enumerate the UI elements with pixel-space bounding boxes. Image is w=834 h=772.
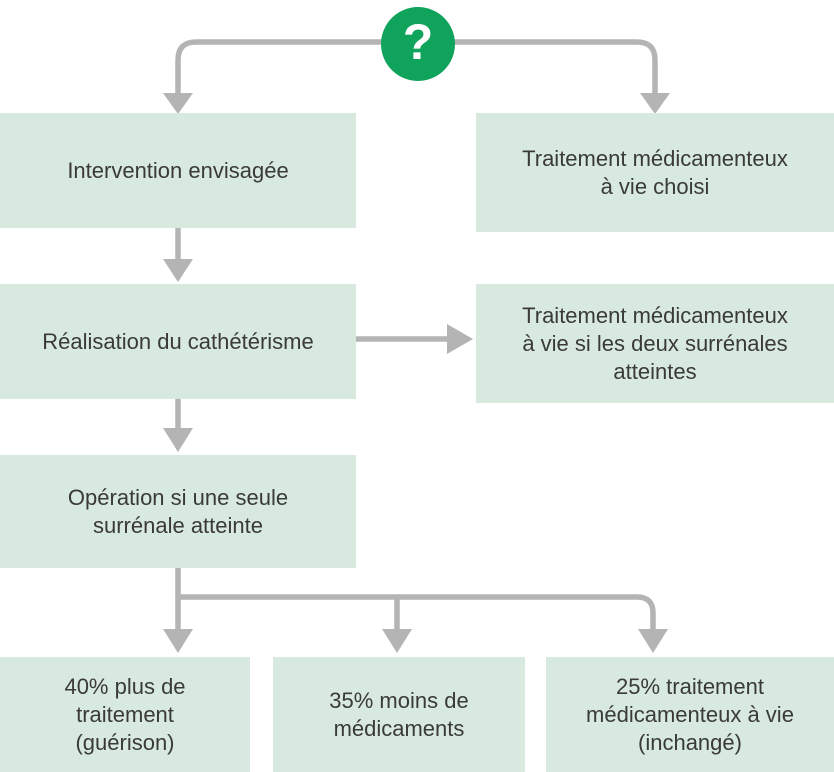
node-outcome-less-medication: 35% moins de médicaments [273, 657, 525, 772]
connector-operation-to-outcomes [163, 567, 668, 653]
node-treatment-chosen: Traitement médicamenteux à vie choisi [476, 113, 834, 232]
arrowhead-to-operation [163, 428, 193, 452]
question-mark-icon: ? [402, 14, 434, 70]
node-intervention: Intervention envisagée [0, 113, 356, 228]
arrowhead-to-outcome-35 [382, 629, 412, 653]
node-catheterism: Réalisation du cathétérisme [0, 284, 356, 399]
node-operation-single-adrenal: Opération si une seule surrénale atteint… [0, 455, 356, 568]
arrowhead-to-treatment-chosen [640, 93, 670, 114]
arrowhead-to-intervention [163, 93, 193, 114]
arrowhead-to-treatment-both [447, 324, 473, 354]
connector-catheterism-to-operation [163, 399, 193, 452]
node-outcome-more-treatment: 40% plus de traitement (guérison) [0, 657, 250, 772]
node-treatment-both-adrenals: Traitement médicamenteux à vie si les de… [476, 284, 834, 403]
arrowhead-to-outcome-40 [163, 629, 193, 653]
connector-intervention-to-catheterism [163, 228, 193, 282]
arrowhead-to-outcome-25 [638, 629, 668, 653]
question-circle [381, 7, 455, 81]
arrowhead-to-catheterism [163, 259, 193, 282]
connector-catheterism-to-treatment-both [356, 324, 473, 354]
node-outcome-unchanged: 25% traitement médicamenteux à vie (inch… [546, 657, 834, 772]
